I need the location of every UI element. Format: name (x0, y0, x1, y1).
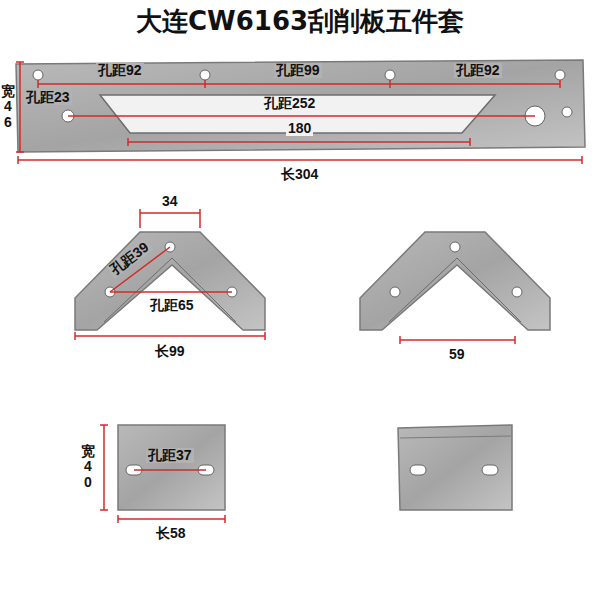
length-dimension: 长99 (153, 344, 187, 359)
length-dimension: 180 (286, 121, 313, 136)
length-dimension: 长58 (154, 526, 188, 541)
hole-spacing: 孔距99 (274, 63, 322, 78)
hole-spacing: 孔距37 (146, 448, 194, 463)
width-dimension: 宽40 (81, 444, 95, 490)
hole-spacing: 孔距92 (96, 63, 144, 78)
length-dimension: 59 (447, 347, 467, 362)
hole-spacing: 孔距92 (454, 63, 502, 78)
hole-spacing: 孔距23 (24, 90, 72, 105)
width-dimension: 34 (160, 194, 180, 209)
width-dimension: 宽46 (1, 84, 15, 130)
title: 大连CW6163刮削板五件套 (0, 4, 600, 39)
length-dimension: 长304 (279, 167, 320, 182)
hole-spacing: 孔距65 (148, 298, 196, 313)
hole-spacing: 孔距252 (262, 96, 317, 111)
